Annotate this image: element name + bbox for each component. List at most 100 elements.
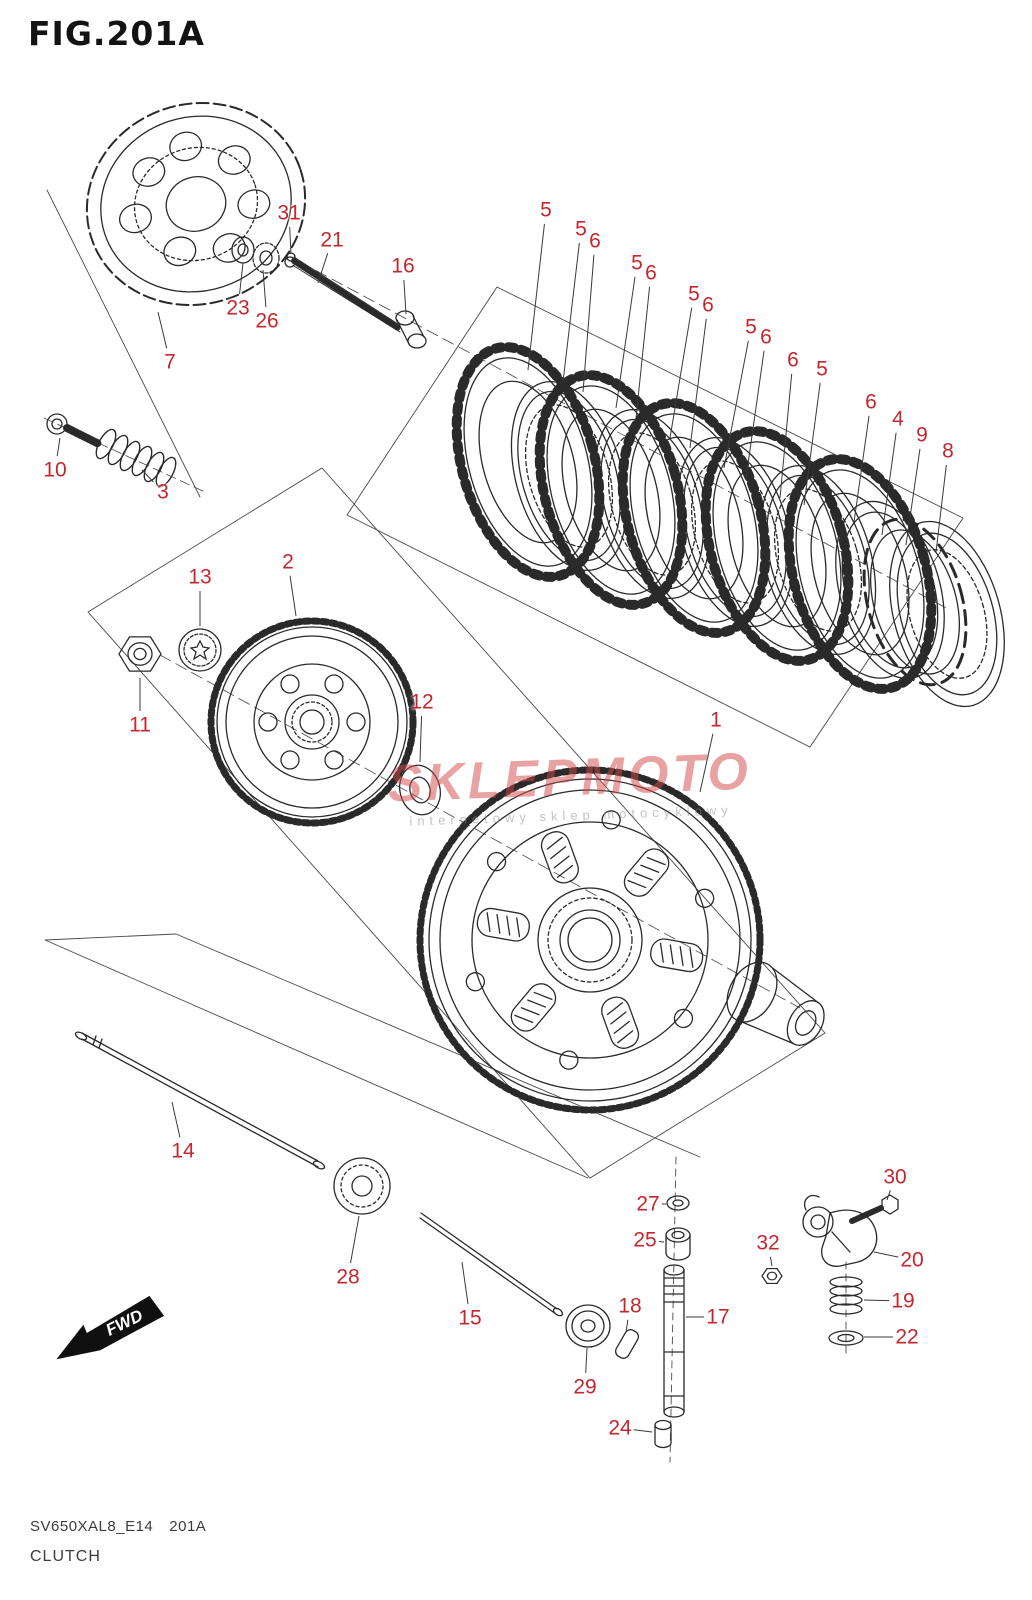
clutch-hub-2 xyxy=(207,617,417,827)
part-callout-9-16: 9 xyxy=(916,423,928,447)
pressure-plate-7 xyxy=(85,102,307,306)
nut-32 xyxy=(761,1268,783,1284)
pin-18 xyxy=(614,1329,640,1359)
leader-line-31-0 xyxy=(289,226,292,255)
clutch-plate-stack xyxy=(451,342,937,694)
washer-26 xyxy=(252,242,280,274)
footer-line: SV650XAL8_E14 201A xyxy=(30,1518,206,1535)
leader-line-6-9 xyxy=(689,318,707,449)
part-callout-26-19: 26 xyxy=(255,309,279,333)
leader-line-15-30 xyxy=(461,1261,469,1305)
leader-line-18-32 xyxy=(625,1319,629,1333)
leader-line-4-15 xyxy=(881,432,897,536)
part-callout-23-18: 23 xyxy=(226,296,250,320)
part-callout-22-41: 22 xyxy=(895,1325,919,1349)
leader-line-5-6 xyxy=(615,276,636,409)
leader-line-26-19 xyxy=(262,269,267,308)
ring-27 xyxy=(666,1195,690,1211)
part-callout-5-13: 5 xyxy=(816,357,828,381)
part-callout-30-38: 30 xyxy=(883,1165,907,1189)
release-shaft-17 xyxy=(663,1264,685,1418)
push-rod-21 xyxy=(284,256,401,333)
part-callout-31-0: 31 xyxy=(277,201,301,225)
spring-19 xyxy=(829,1276,863,1315)
part-callout-18-32: 18 xyxy=(618,1294,642,1318)
part-callout-5-4: 5 xyxy=(575,217,587,241)
bolt-30 xyxy=(849,1194,899,1224)
leader-line-7-20 xyxy=(157,311,168,349)
bushing-25 xyxy=(665,1227,691,1261)
leader-line-6-12 xyxy=(779,373,793,499)
part-callout-6-11: 6 xyxy=(760,325,772,349)
leader-line-6-7 xyxy=(635,286,651,419)
nut-11 xyxy=(118,636,162,672)
spring-washer-9 xyxy=(862,517,968,687)
part-callout-28-29: 28 xyxy=(336,1265,360,1289)
washer-22 xyxy=(828,1330,864,1346)
part-callout-32-37: 32 xyxy=(756,1231,780,1255)
part-callout-27-35: 27 xyxy=(636,1192,660,1216)
part-callout-14-28: 14 xyxy=(171,1139,195,1163)
part-callout-5-6: 5 xyxy=(631,251,643,275)
part-callout-6-9: 6 xyxy=(702,293,714,317)
page-code: 201A xyxy=(169,1518,207,1535)
part-callout-10-21: 10 xyxy=(43,458,67,482)
part-callout-13-23: 13 xyxy=(188,565,212,589)
bushing-24 xyxy=(654,1419,672,1449)
leader-line-5-4 xyxy=(562,242,580,383)
leader-line-28-29 xyxy=(349,1215,360,1264)
washer-12 xyxy=(398,764,442,816)
ring-8 xyxy=(889,520,1005,708)
construction-frames xyxy=(43,189,964,1463)
part-callout-3-22: 3 xyxy=(157,480,169,504)
part-callout-6-14: 6 xyxy=(865,390,877,414)
leader-line-8-17 xyxy=(935,464,947,553)
leader-line-5-10 xyxy=(723,340,749,469)
leader-line-1-27 xyxy=(699,733,714,793)
part-callout-6-5: 6 xyxy=(589,229,601,253)
leader-line-29-31 xyxy=(585,1347,588,1374)
leader-line-32-37 xyxy=(769,1256,773,1267)
leader-line-24-34 xyxy=(633,1429,653,1433)
leader-line-5-3 xyxy=(527,223,545,371)
part-callout-11-26: 11 xyxy=(129,713,151,737)
leader-line-9-16 xyxy=(905,448,921,546)
roller-28 xyxy=(333,1157,391,1215)
part-callout-29-31: 29 xyxy=(573,1375,597,1399)
figure-title: FIG.201A xyxy=(28,14,205,53)
part-callout-15-30: 15 xyxy=(458,1306,482,1330)
leader-line-12-25 xyxy=(419,715,423,763)
leader-line-2-24 xyxy=(289,575,297,617)
star-washer-13 xyxy=(178,628,222,672)
clutch-spring-3 xyxy=(95,428,177,488)
leader-line-5-13 xyxy=(803,382,821,506)
fwd-arrow: FWD xyxy=(56,1295,165,1360)
model-code: SV650XAL8_E14 xyxy=(30,1518,154,1535)
part-callout-8-17: 8 xyxy=(942,439,954,463)
leader-line-3-22 xyxy=(141,469,154,483)
part-callout-4-15: 4 xyxy=(892,407,904,431)
part-callout-5-3: 5 xyxy=(540,198,552,222)
part-callout-7-20: 7 xyxy=(164,350,176,374)
part-callout-24-34: 24 xyxy=(608,1416,632,1440)
leader-line-5-8 xyxy=(669,307,693,439)
leader-line-6-14 xyxy=(853,415,870,523)
push-rod-14 xyxy=(74,1031,326,1170)
part-callout-6-7: 6 xyxy=(645,261,657,285)
part-callout-19-40: 19 xyxy=(891,1289,915,1313)
part-callout-1-27: 1 xyxy=(710,708,722,732)
figure-caption: CLUTCH xyxy=(30,1548,101,1565)
leader-line-10-21 xyxy=(56,437,61,457)
part-callout-16-2: 16 xyxy=(391,254,415,278)
leader-line-23-18 xyxy=(239,262,244,295)
clutch-housing-1 xyxy=(416,766,764,1114)
part-callout-2-24: 2 xyxy=(282,550,294,574)
piece-16 xyxy=(395,310,427,349)
part-callout-12-25: 12 xyxy=(410,690,434,714)
leader-line-30-38 xyxy=(886,1190,891,1201)
leader-line-21-1 xyxy=(317,253,329,284)
